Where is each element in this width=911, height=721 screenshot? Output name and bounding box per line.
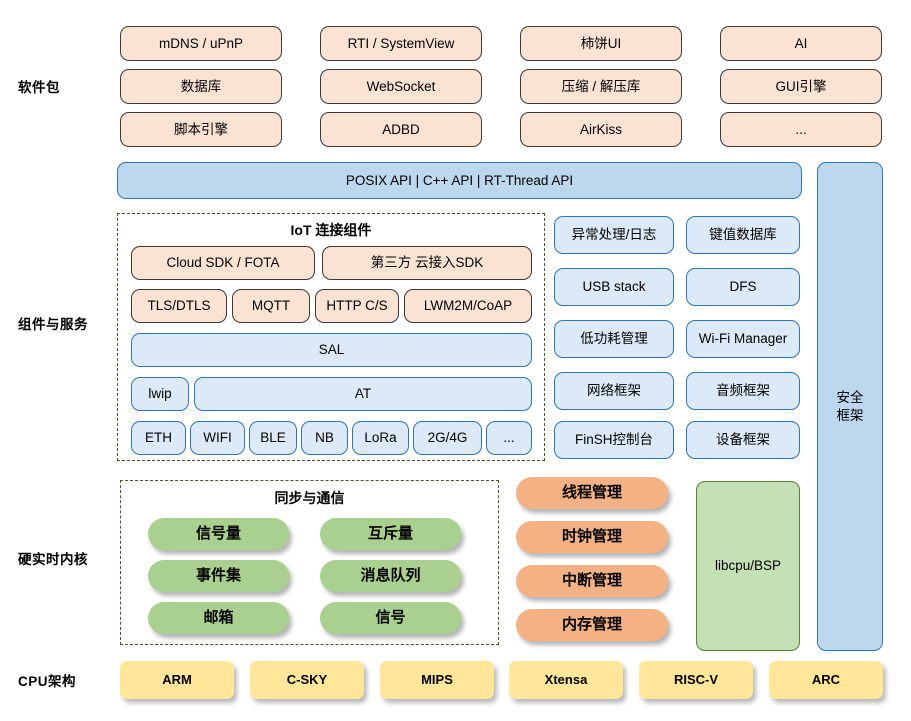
section-label-cpu: CPU架构 <box>18 674 77 689</box>
service-box[interactable]: USB stack <box>554 268 674 306</box>
cpu-arch-box[interactable]: Xtensa <box>509 661 623 699</box>
kernel-management-box[interactable]: 时钟管理 <box>516 521 668 553</box>
api-layer-bar[interactable]: POSIX API | C++ API | RT-Thread API <box>117 162 802 199</box>
service-box[interactable]: FinSH控制台 <box>554 421 674 459</box>
iot-protocol-box[interactable]: TLS/DTLS <box>131 289 227 323</box>
at-box[interactable]: AT <box>194 377 532 411</box>
link-box[interactable]: BLE <box>249 421 297 455</box>
iot-group-title: IoT 连接组件 <box>290 222 372 238</box>
cpu-arch-box[interactable]: MIPS <box>380 661 494 699</box>
link-box[interactable]: LoRa <box>352 421 409 455</box>
kernel-sync-box[interactable]: 消息队列 <box>320 560 461 592</box>
package-box[interactable]: 柿饼UI <box>520 26 682 61</box>
cpu-arch-box[interactable]: RISC-V <box>639 661 753 699</box>
link-box[interactable]: ... <box>486 421 532 455</box>
kernel-management-box[interactable]: 内存管理 <box>516 609 668 641</box>
kernel-sync-box[interactable]: 信号量 <box>148 518 289 550</box>
package-box[interactable]: AI <box>720 26 882 61</box>
service-box[interactable]: 设备框架 <box>686 421 800 459</box>
link-box[interactable]: WIFI <box>190 421 245 455</box>
security-framework-box[interactable]: 安全 框架 <box>817 162 883 651</box>
iot-sdk-box[interactable]: 第三方 云接入SDK <box>322 246 532 280</box>
iot-protocol-box[interactable]: MQTT <box>232 289 310 323</box>
package-box[interactable]: GUI引擎 <box>720 69 882 104</box>
sal-box[interactable]: SAL <box>131 333 532 367</box>
link-box[interactable]: 2G/4G <box>413 421 482 455</box>
section-label-kernel: 硬实时内核 <box>18 552 88 567</box>
cpu-arch-box[interactable]: C-SKY <box>250 661 364 699</box>
kernel-management-box[interactable]: 线程管理 <box>516 477 668 509</box>
sync-group-title: 同步与通信 <box>274 490 345 506</box>
link-box[interactable]: ETH <box>131 421 186 455</box>
service-box[interactable]: 网络框架 <box>554 372 674 410</box>
iot-protocol-box[interactable]: HTTP C/S <box>315 289 399 323</box>
service-box[interactable]: 异常处理/日志 <box>554 216 674 254</box>
service-box[interactable]: 低功耗管理 <box>554 320 674 358</box>
section-label-components: 组件与服务 <box>18 317 88 332</box>
kernel-sync-box[interactable]: 信号 <box>320 602 461 634</box>
service-box[interactable]: Wi-Fi Manager <box>686 320 800 358</box>
iot-sdk-box[interactable]: Cloud SDK / FOTA <box>131 246 315 280</box>
package-box[interactable]: ADBD <box>320 112 482 147</box>
security-framework-label-line1: 安全 <box>836 389 864 405</box>
package-box[interactable]: mDNS / uPnP <box>120 26 282 61</box>
service-box[interactable]: 音频框架 <box>686 372 800 410</box>
package-box[interactable]: RTI / SystemView <box>320 26 482 61</box>
package-box[interactable]: 数据库 <box>120 69 282 104</box>
package-box[interactable]: ... <box>720 112 882 147</box>
cpu-arch-box[interactable]: ARM <box>120 661 234 699</box>
kernel-sync-box[interactable]: 事件集 <box>148 560 289 592</box>
package-box[interactable]: 脚本引擎 <box>120 112 282 147</box>
section-label-packages: 软件包 <box>18 80 60 95</box>
libcpu-bsp-box[interactable]: libcpu/BSP <box>696 481 800 651</box>
lwip-box[interactable]: lwip <box>131 377 189 411</box>
kernel-sync-box[interactable]: 互斥量 <box>320 518 461 550</box>
package-box[interactable]: AirKiss <box>520 112 682 147</box>
service-box[interactable]: 键值数据库 <box>686 216 800 254</box>
iot-protocol-box[interactable]: LWM2M/CoAP <box>404 289 532 323</box>
iot-group-frame <box>117 213 545 461</box>
package-box[interactable]: 压缩 / 解压库 <box>520 69 682 104</box>
package-box[interactable]: WebSocket <box>320 69 482 104</box>
kernel-sync-box[interactable]: 邮箱 <box>148 602 289 634</box>
service-box[interactable]: DFS <box>686 268 800 306</box>
cpu-arch-box[interactable]: ARC <box>769 661 883 699</box>
link-box[interactable]: NB <box>301 421 348 455</box>
security-framework-label-line2: 框架 <box>836 407 864 423</box>
sync-group-frame <box>120 480 499 645</box>
kernel-management-box[interactable]: 中断管理 <box>516 565 668 597</box>
